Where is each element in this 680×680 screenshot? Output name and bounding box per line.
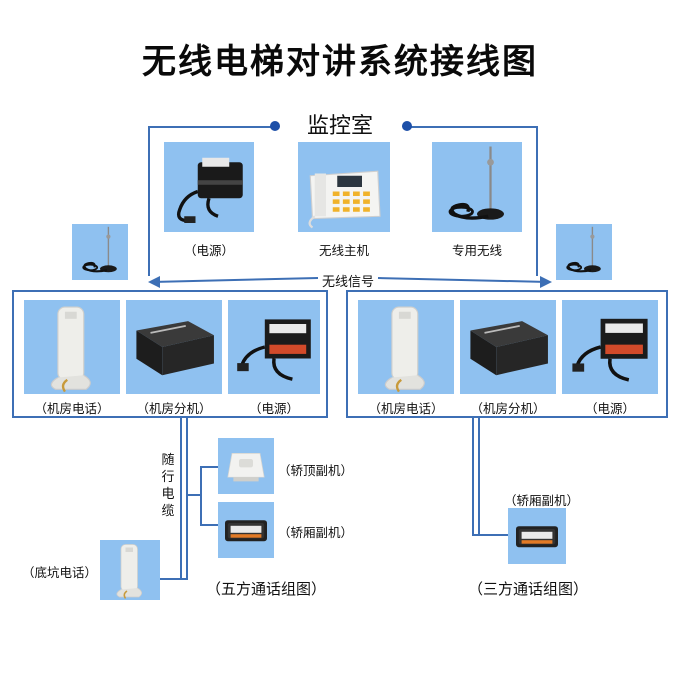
right-car-branch [472, 534, 508, 536]
right-cable-line-b [478, 418, 480, 536]
pit-branch [160, 578, 188, 580]
roof-unit-icon [218, 438, 274, 494]
left-power-card [228, 300, 320, 394]
room-left-dot [270, 121, 280, 131]
right-power-label: （电源） [584, 401, 635, 416]
antenna-icon [432, 142, 522, 232]
handset-icon [100, 540, 160, 600]
room-power-card [164, 142, 254, 232]
right-antenna-card [556, 224, 612, 280]
right-extension-label: （机房分机） [470, 401, 546, 416]
room-power-label: （电源） [183, 243, 234, 258]
room-antenna-label: 专用无线 [451, 243, 502, 258]
pit-phone-card [100, 540, 160, 600]
roof-unit-label: （轿顶副机） [278, 463, 354, 478]
pit-phone-label: （底坑电话） [22, 565, 98, 580]
left-car-unit-label: （轿厢副机） [278, 525, 354, 540]
power-supply-icon [164, 142, 254, 232]
travel-cable-line-b [186, 418, 188, 580]
travel-cable-label: 随行电缆 [161, 453, 175, 519]
left-handset-card [24, 300, 120, 394]
left-group-frame [12, 290, 328, 418]
right-extension-card [460, 300, 556, 394]
right-group-frame [346, 290, 668, 418]
left-handset-label: （机房电话） [34, 401, 110, 416]
monitor-room-title: 监控室 [306, 114, 373, 139]
left-antenna-card [72, 224, 128, 280]
room-antenna-card [432, 142, 522, 232]
handset-icon [24, 300, 120, 394]
wireless-signal-arrows [148, 276, 552, 288]
car-branch-h [200, 524, 218, 526]
diagram-title: 无线电梯对讲系统接线图 [142, 42, 538, 82]
car-unit-icon [508, 508, 566, 564]
left-caption: （五方通话组图） [206, 580, 327, 598]
left-extension-label: （机房分机） [136, 401, 212, 416]
right-cable-line-a [472, 418, 474, 536]
extension-box-icon [460, 300, 556, 394]
power-supply-icon [228, 300, 320, 394]
car-unit-icon [218, 502, 274, 558]
roof-link [186, 494, 202, 496]
right-car-unit-card [508, 508, 566, 564]
left-extension-card [126, 300, 222, 394]
right-caption: （三方通话组图） [468, 580, 589, 598]
travel-cable-line-a [180, 418, 182, 580]
left-power-label: （电源） [248, 401, 299, 416]
roof-branch-v [200, 466, 202, 526]
room-host-label: 无线主机 [318, 243, 369, 258]
extension-box-icon [126, 300, 222, 394]
handset-icon [358, 300, 454, 394]
monitor-room-title-mask [272, 118, 408, 134]
room-right-dot [402, 121, 412, 131]
room-host-card [298, 142, 390, 232]
left-car-unit-card [218, 502, 274, 558]
right-handset-card [358, 300, 454, 394]
power-supply-icon [562, 300, 658, 394]
wireless-signal-label: 无线信号 [321, 275, 374, 290]
right-car-unit-label: （轿厢副机） [504, 493, 580, 508]
desk-phone-icon [298, 142, 390, 232]
right-handset-label: （机房电话） [368, 401, 444, 416]
roof-unit-card [218, 438, 274, 494]
roof-branch-h [200, 466, 218, 468]
right-power-card [562, 300, 658, 394]
